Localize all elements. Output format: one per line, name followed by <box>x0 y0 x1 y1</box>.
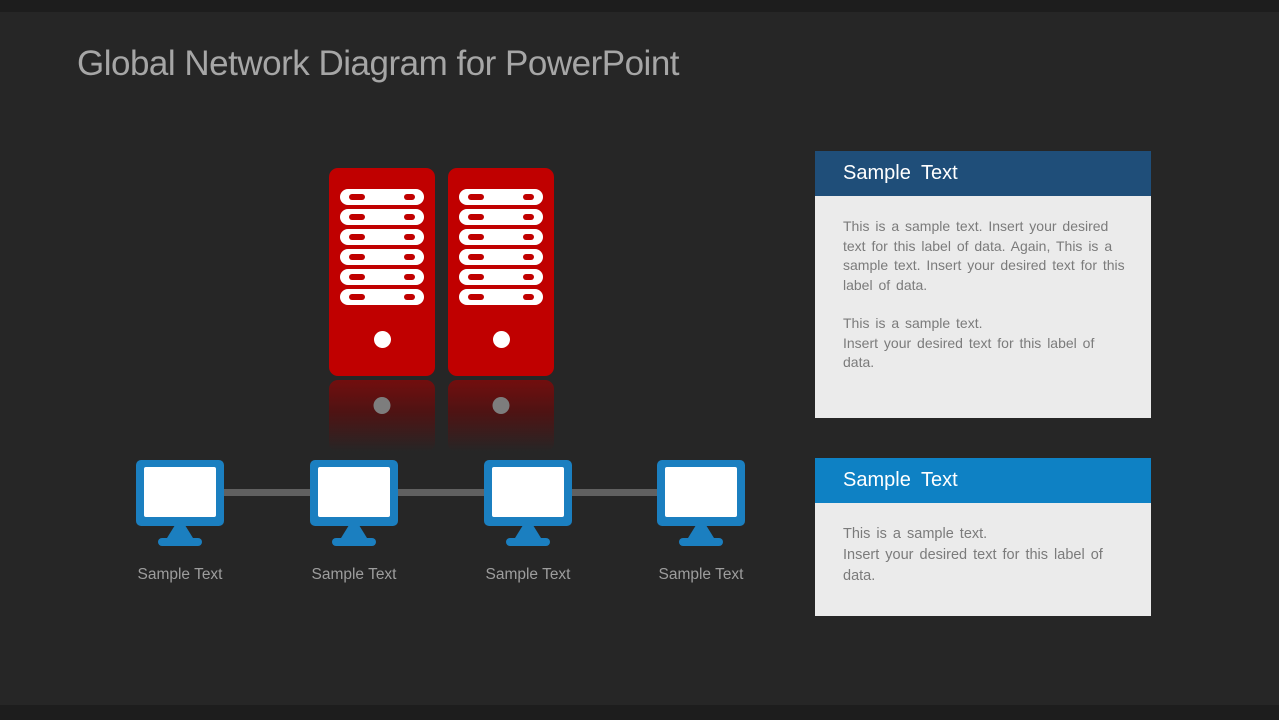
server-slot <box>340 209 424 225</box>
server-slot <box>340 229 424 245</box>
workstation-label: Sample Text <box>485 566 571 583</box>
network-connector-line <box>180 489 701 496</box>
monitor-screen <box>318 467 390 517</box>
monitor-stand <box>341 525 367 538</box>
monitor-screen <box>665 467 737 517</box>
server-reflection <box>329 380 435 452</box>
callout-paragraph: This is a sample text. Insert your desir… <box>843 526 1103 584</box>
power-button-icon <box>373 331 391 348</box>
server-slot <box>459 189 543 205</box>
workstation-label: Sample Text <box>658 566 744 583</box>
monitor-base <box>158 538 202 546</box>
power-button-reflection <box>492 397 510 414</box>
monitor-base <box>679 538 723 546</box>
workstation: Sample Text <box>136 460 224 583</box>
monitor-icon <box>484 460 572 526</box>
callout-header: Sample Text <box>815 151 1151 196</box>
workstation: Sample Text <box>310 460 398 583</box>
monitor-icon <box>136 460 224 526</box>
server-reflection <box>448 380 554 452</box>
monitor-icon <box>657 460 745 526</box>
monitor-base <box>506 538 550 546</box>
power-button-icon <box>492 331 510 348</box>
server-slot <box>459 209 543 225</box>
server-slot <box>459 229 543 245</box>
server-slot <box>340 249 424 265</box>
server-slot <box>459 249 543 265</box>
callout-paragraph: This is a sample text. Insert your desir… <box>843 218 1125 293</box>
server-tower-icon <box>448 168 554 376</box>
top-letterbox-band <box>0 0 1279 12</box>
power-button-reflection <box>373 397 391 414</box>
callout-box-servers: Sample Text This is a sample text. Inser… <box>815 151 1151 418</box>
callout-body: This is a sample text. Insert your desir… <box>815 196 1151 418</box>
slide-title: Global Network Diagram for PowerPoint <box>77 44 680 83</box>
callout-header: Sample Text <box>815 458 1151 503</box>
server-tower-icon <box>329 168 435 376</box>
server-slot <box>340 189 424 205</box>
monitor-base <box>332 538 376 546</box>
callout-box-workstations: Sample Text This is a sample text. Inser… <box>815 458 1151 616</box>
bottom-letterbox-band <box>0 705 1279 720</box>
workstation: Sample Text <box>484 460 572 583</box>
workstation-label: Sample Text <box>137 566 223 583</box>
callout-paragraph: This is a sample text. Insert your desir… <box>843 315 1095 370</box>
monitor-screen <box>144 467 216 517</box>
server-slot <box>459 269 543 285</box>
monitor-stand <box>688 525 714 538</box>
server-slot <box>340 289 424 305</box>
server-slot <box>459 289 543 305</box>
callout-body: This is a sample text. Insert your desir… <box>815 503 1151 616</box>
monitor-screen <box>492 467 564 517</box>
monitor-icon <box>310 460 398 526</box>
server-slot <box>340 269 424 285</box>
workstation-label: Sample Text <box>311 566 397 583</box>
monitor-stand <box>515 525 541 538</box>
monitor-stand <box>167 525 193 538</box>
workstation: Sample Text <box>657 460 745 583</box>
